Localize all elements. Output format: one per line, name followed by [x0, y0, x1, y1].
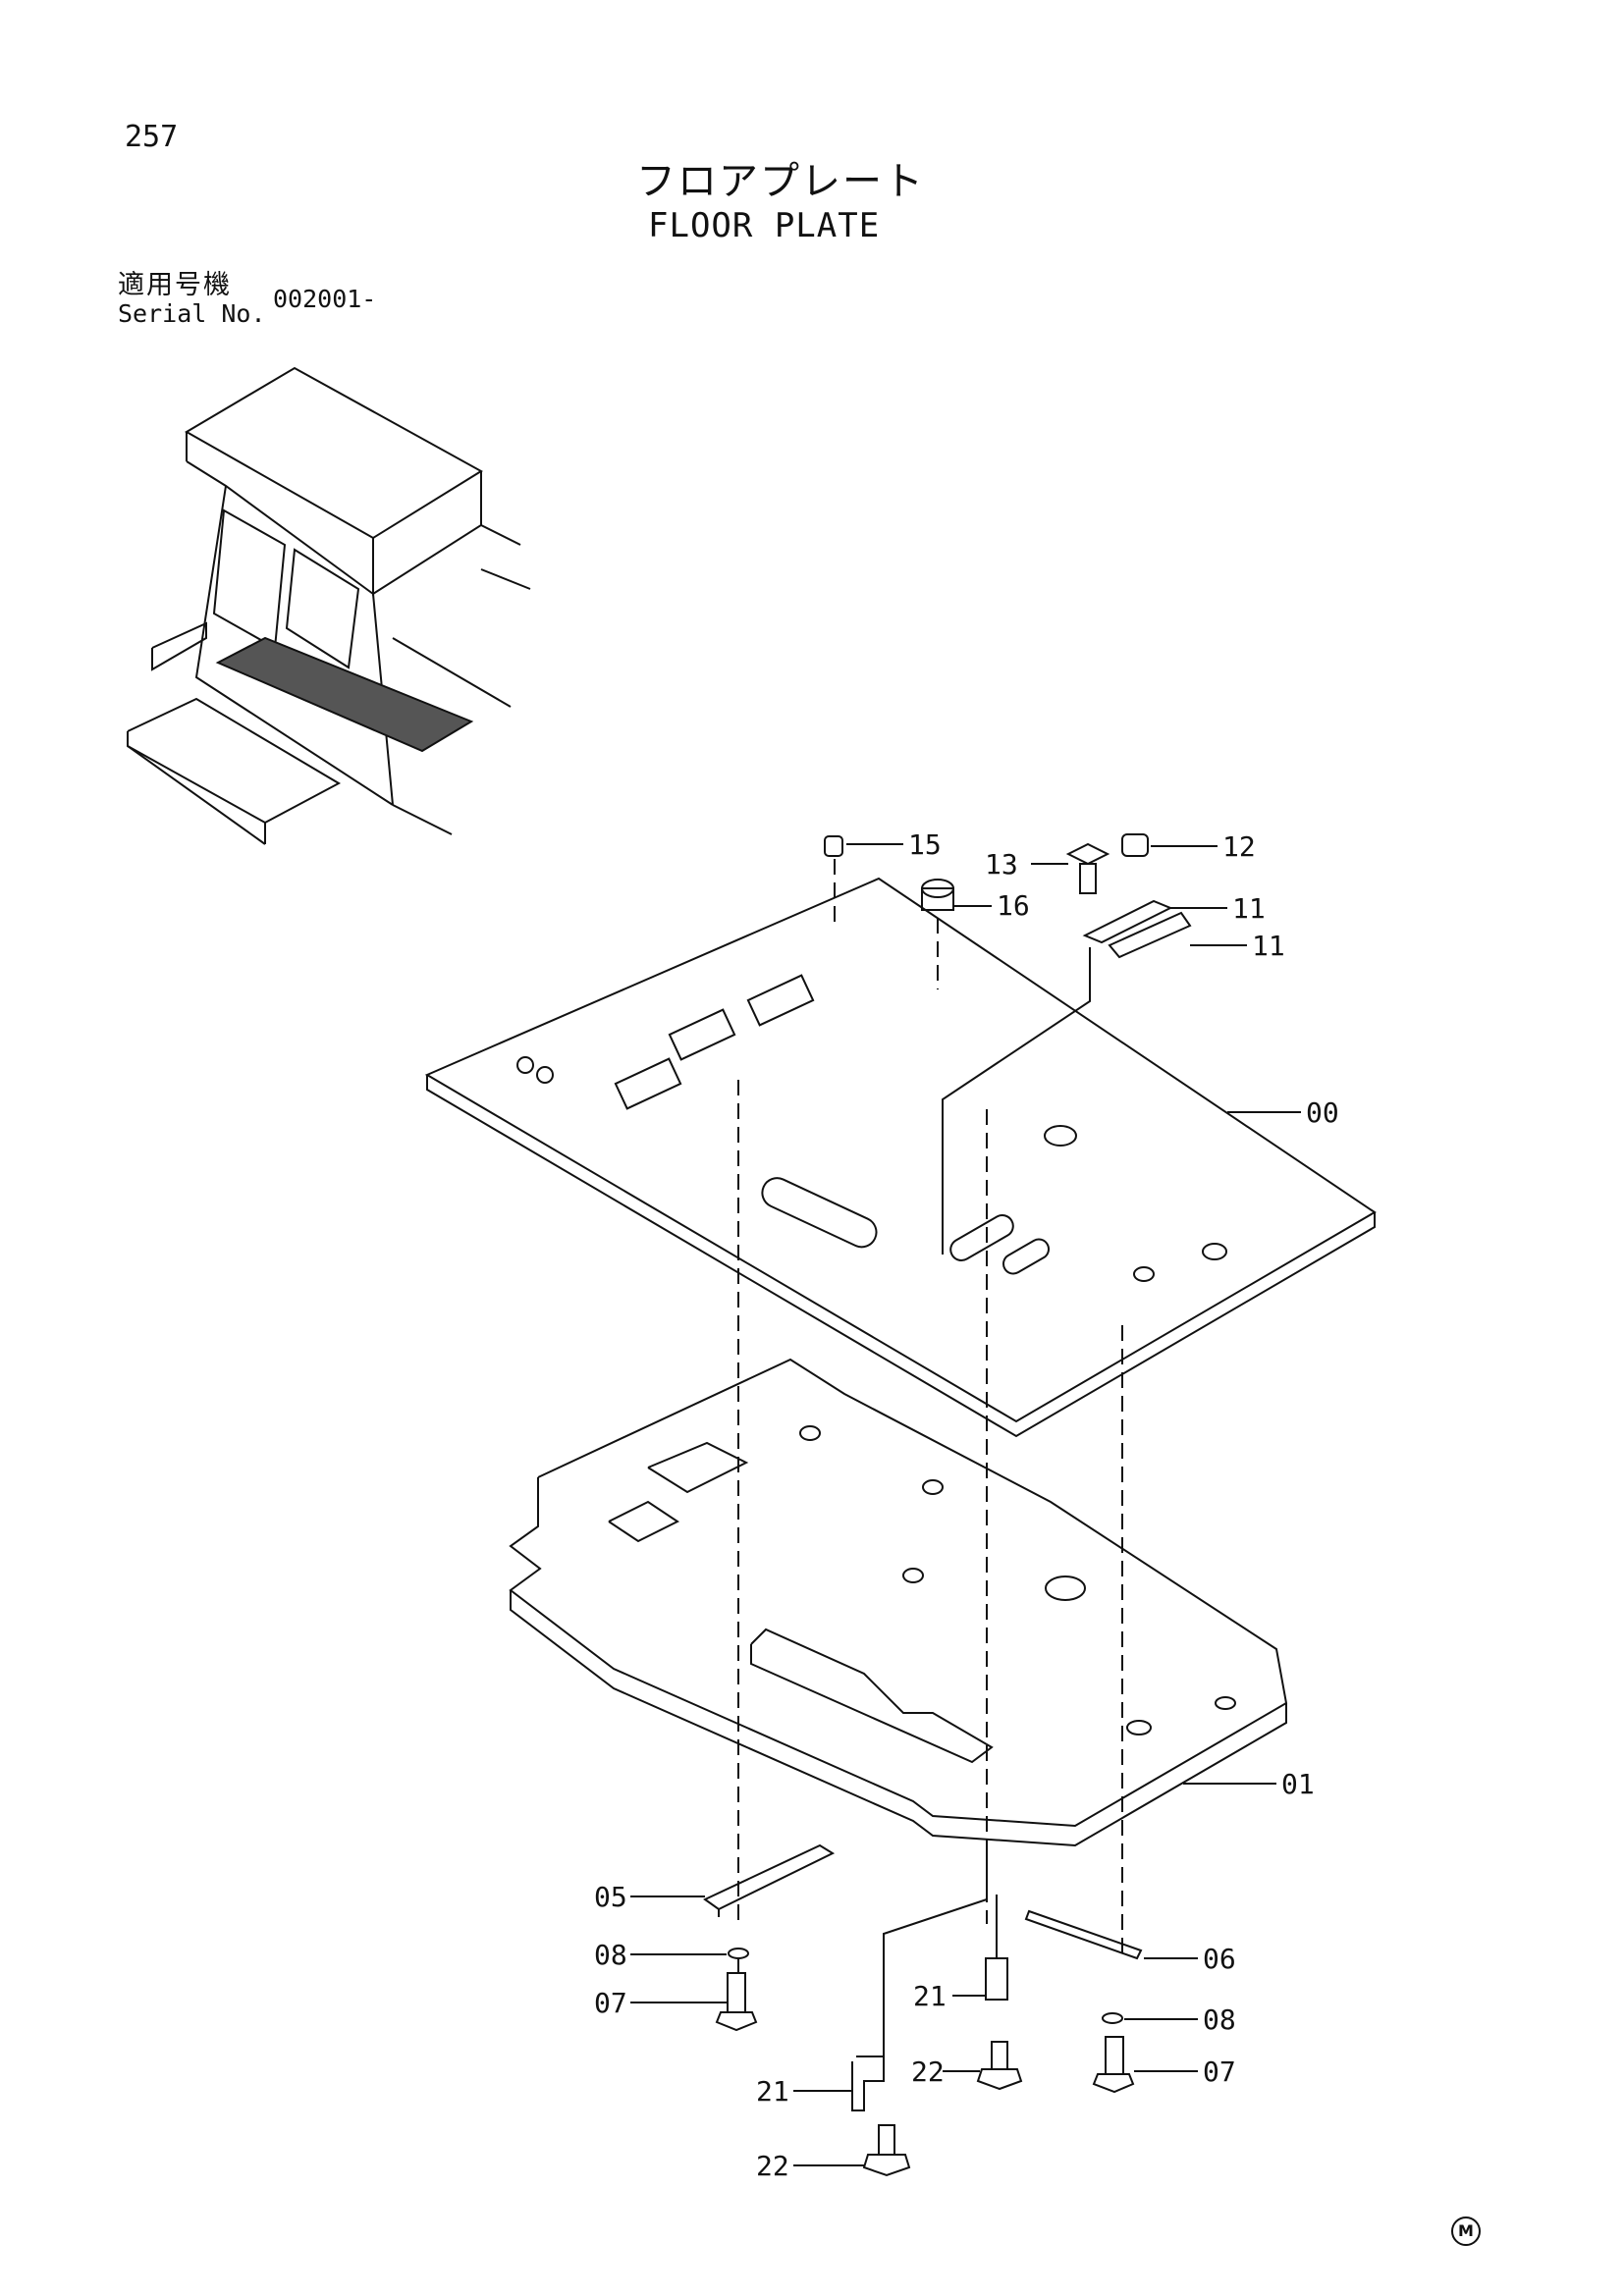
callout-15: 15 — [908, 828, 942, 861]
serial-label-japanese: 適用号機 — [118, 270, 232, 300]
callout-21a: 21 — [913, 1980, 947, 2012]
serial-number-value: 002001- — [273, 285, 377, 313]
callout-11a: 11 — [1232, 892, 1266, 925]
callout-leaders — [630, 843, 1301, 2166]
manual-mark-symbol: M — [1451, 2216, 1481, 2246]
callout-13: 13 — [985, 848, 1018, 881]
floor-mat-highlight — [215, 636, 474, 753]
page-title: FLOOR PLATE — [648, 206, 881, 245]
page-title-japanese: フロアプレート — [636, 159, 925, 204]
callout-22a: 22 — [911, 2056, 945, 2088]
callout-12: 12 — [1222, 830, 1256, 863]
floor-mat-lower — [509, 1358, 1288, 1847]
callout-07b: 07 — [1203, 2056, 1236, 2088]
assembly-lines — [737, 859, 1123, 1953]
floor-plate-upper — [424, 877, 1377, 1438]
callout-08a: 08 — [594, 1939, 627, 1971]
callout-06: 06 — [1203, 1943, 1236, 1975]
callout-00: 00 — [1306, 1096, 1339, 1129]
callout-21b: 21 — [756, 2075, 789, 2108]
serial-label: Serial No. — [118, 299, 266, 328]
callout-16: 16 — [997, 889, 1030, 922]
cab-locator-sketch — [127, 366, 531, 845]
page-number: 257 — [125, 120, 179, 154]
hardware-parts — [703, 833, 1192, 2177]
callout-08b: 08 — [1203, 2003, 1236, 2036]
callout-labels: 15 13 12 16 11 11 00 01 05 08 07 21 22 2… — [594, 828, 1339, 2182]
callout-22b: 22 — [756, 2150, 789, 2182]
callout-01: 01 — [1281, 1768, 1315, 1800]
assembly-lines-solid — [737, 947, 1091, 2056]
callout-11b: 11 — [1252, 930, 1285, 962]
callout-05: 05 — [594, 1881, 627, 1913]
callout-07a: 07 — [594, 1987, 627, 2019]
